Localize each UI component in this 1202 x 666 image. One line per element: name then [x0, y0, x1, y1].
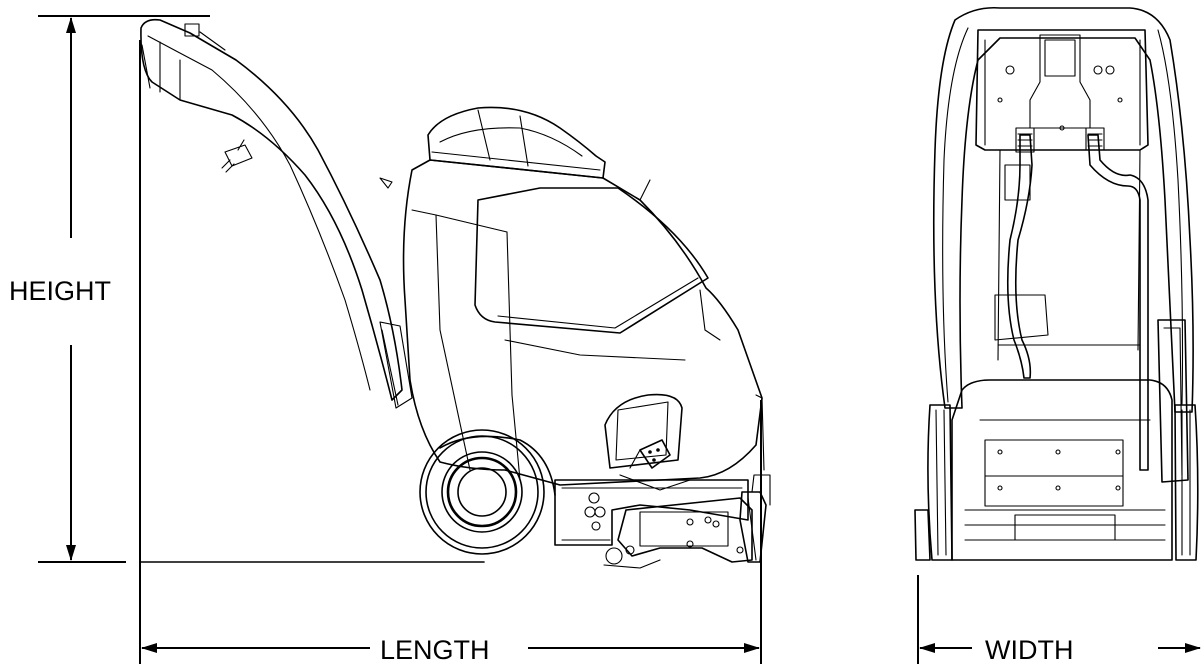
width-dimension: WIDTH — [917, 575, 1201, 665]
front-handle-outer — [932, 6, 1194, 413]
tank-window — [474, 187, 709, 334]
height-dimension: HEIGHT — [9, 15, 210, 563]
machine-side-view — [139, 18, 771, 569]
control-panel — [975, 29, 1149, 151]
front-squeegee — [739, 491, 767, 563]
width-label: WIDTH — [985, 635, 1073, 665]
front-hose-right — [1087, 134, 1149, 471]
chassis — [554, 479, 749, 546]
side-connector — [639, 439, 671, 469]
nozzle-assembly — [617, 497, 753, 563]
rear-wheel — [419, 429, 556, 555]
handle-connector — [221, 139, 253, 173]
length-dimension: LENGTH — [139, 40, 762, 665]
height-label: HEIGHT — [9, 276, 111, 306]
front-hose-left — [1006, 134, 1033, 379]
front-left-wheel — [927, 404, 953, 561]
front-right-wheel — [1174, 404, 1199, 561]
tank-lid — [427, 106, 606, 179]
length-label: LENGTH — [380, 635, 490, 665]
handle — [140, 18, 403, 401]
machine-front-view — [914, 6, 1199, 561]
front-lower-body — [951, 379, 1173, 561]
tank-body — [402, 159, 763, 486]
